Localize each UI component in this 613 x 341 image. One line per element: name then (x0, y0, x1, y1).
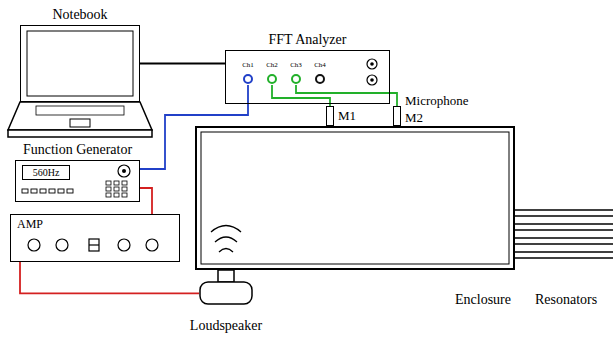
generator-knob (122, 169, 126, 173)
tube-wall (515, 257, 613, 258)
node-label: Resonators (535, 292, 597, 308)
tube-wall (515, 251, 613, 252)
input-socket (315, 74, 325, 84)
microphone: MicrophoneM2 (393, 106, 401, 126)
node-label: Function Generator (23, 142, 132, 158)
sound-waves (211, 226, 241, 253)
resonator-tubes: Resonators (515, 208, 613, 264)
node-label: Notebook (52, 7, 107, 23)
signal-wire (296, 85, 397, 106)
laptop-touchpad (70, 119, 90, 127)
tube-wall (515, 243, 613, 244)
tube-wall (515, 237, 613, 238)
node-label: Ch1 (242, 61, 254, 69)
speaker-neck (218, 270, 234, 282)
microphone: M1 (326, 106, 334, 126)
input-socket (243, 74, 253, 84)
laptop-lip (8, 130, 152, 137)
tube-outline (515, 208, 613, 264)
amp-knobs (28, 239, 158, 251)
channel-input: Ch4 (310, 61, 330, 85)
signal-wire (140, 188, 152, 214)
generator-buttons (22, 189, 73, 193)
node-label: M1 (338, 109, 356, 124)
node-label: Enclosure (455, 292, 511, 308)
tube-wall (515, 209, 613, 210)
laptop-keyboard (36, 106, 124, 115)
channel-input: Ch2 (262, 61, 282, 85)
generator-box: Function Generator560Hz (15, 160, 140, 202)
laptop-base (8, 102, 152, 130)
node-label: FFT Analyzer (269, 32, 347, 48)
analyzer-port (370, 78, 374, 82)
node-label: Ch4 (314, 61, 326, 69)
loudspeaker: Loudspeaker (199, 270, 253, 306)
node-text: 560Hz (22, 165, 70, 180)
channel-input: Ch1 (238, 61, 258, 85)
generator-keypad (106, 181, 127, 197)
enclosure-inner-wall (201, 132, 509, 264)
laptop-screen (27, 31, 133, 96)
tube-wall (515, 215, 613, 216)
generator-knob (118, 165, 130, 177)
node-label: Ch3 (290, 61, 302, 69)
input-socket (267, 74, 277, 84)
input-socket (291, 74, 301, 84)
node-label: AMP (17, 218, 43, 232)
analyzer-port (367, 75, 377, 85)
node-label: Microphone (405, 94, 469, 109)
tube-wall (515, 223, 613, 224)
node-label: Loudspeaker (190, 318, 262, 334)
node-text: M2 (405, 111, 423, 126)
analyzer-port (370, 62, 374, 66)
speaker-body (200, 282, 252, 304)
tube-wall (515, 229, 613, 230)
amplifier-box: AMP (10, 214, 180, 262)
analyzer-box: FFT AnalyzerCh1Ch2Ch3Ch4 (225, 50, 390, 104)
node-label: Ch2 (266, 61, 278, 69)
speaker-outline (199, 270, 253, 306)
channel-input: Ch3 (286, 61, 306, 85)
signal-wire (140, 63, 225, 65)
signal-wire (272, 85, 330, 106)
analyzer-port (367, 59, 377, 69)
laptop-screen: Notebook (20, 25, 140, 102)
enclosure-box: Enclosure (195, 126, 515, 270)
signal-wire (20, 262, 199, 293)
